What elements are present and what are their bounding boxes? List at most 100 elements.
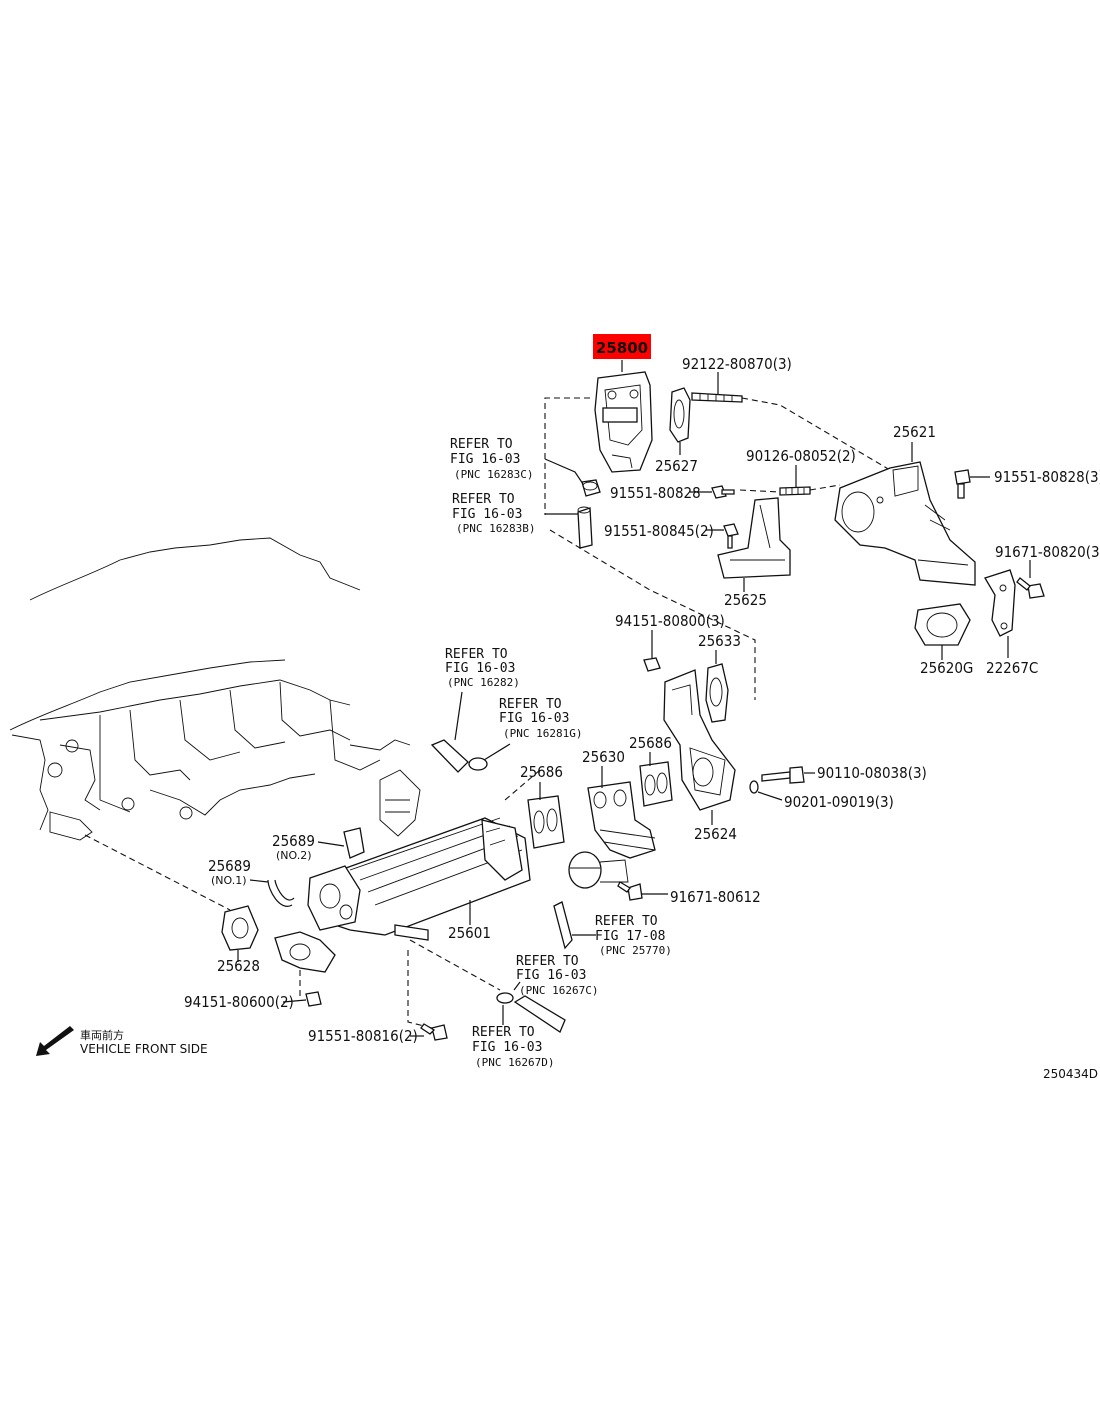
svg-text:FIG 16-03: FIG 16-03 xyxy=(516,968,586,983)
part-label-90201[interactable]: 90201-09019(3) xyxy=(784,793,894,811)
part-label-25800[interactable]: 25800 xyxy=(596,339,648,357)
egr-cooler-25601-drawing[interactable] xyxy=(307,817,531,941)
refer-label-16283c[interactable]: REFER TO FIG 16-03 (PNC 16283C) xyxy=(450,437,533,481)
part-label-25689-no1[interactable]: 25689 xyxy=(208,857,251,875)
part-label-91551-80816[interactable]: 91551-80816(2) xyxy=(308,1027,418,1045)
svg-text:REFER TO: REFER TO xyxy=(499,697,562,712)
part-label-25628[interactable]: 25628 xyxy=(217,957,260,975)
gasket-25628-drawing[interactable] xyxy=(221,905,259,962)
gasket-25686-left-drawing[interactable] xyxy=(527,782,565,849)
svg-text:(PNC 16283B): (PNC 16283B) xyxy=(456,522,535,535)
highlight-box xyxy=(593,334,651,359)
part-label-91551-80845[interactable]: 91551-80845(2) xyxy=(604,522,714,540)
svg-text:REFER TO: REFER TO xyxy=(452,492,515,507)
svg-text:FIG 16-03: FIG 16-03 xyxy=(445,661,515,676)
washer-90201-drawing[interactable] xyxy=(749,780,783,801)
svg-text:REFER TO: REFER TO xyxy=(445,647,508,662)
refer-label-16281g[interactable]: REFER TO FIG 16-03 (PNC 16281G) xyxy=(499,697,582,740)
bracket-22267c-drawing[interactable] xyxy=(984,569,1016,658)
svg-text:FIG 17-08: FIG 17-08 xyxy=(595,929,665,944)
nut-94151-80600-drawing[interactable] xyxy=(282,991,322,1007)
hose-clamp-drawing[interactable] xyxy=(544,458,601,497)
part-label-90126[interactable]: 90126-08052(2) xyxy=(746,447,856,465)
part-label-25686-left[interactable]: 25686 xyxy=(520,763,563,781)
svg-text:(PNC 25770): (PNC 25770) xyxy=(599,944,672,957)
refer-label-16267d[interactable]: REFER TO FIG 16-03 (PNC 16267D) xyxy=(472,1025,554,1069)
hose-16283b-drawing[interactable] xyxy=(545,506,593,549)
bolt-91671-80612-drawing[interactable] xyxy=(617,881,668,901)
gasket-25633-drawing[interactable] xyxy=(705,650,729,723)
part-label-25630[interactable]: 25630 xyxy=(582,748,625,766)
refer-label-16282[interactable]: REFER TO FIG 16-03 (PNC 16282) xyxy=(445,647,520,689)
part-sublabel-25689-no1: (NO.1) xyxy=(211,874,247,887)
legend-en: VEHICLE FRONT SIDE xyxy=(80,1042,208,1056)
nut-94151-80800-drawing[interactable] xyxy=(643,630,661,672)
diagram-id: 250434D xyxy=(1043,1067,1098,1081)
bolt-91551-80828-drawing[interactable] xyxy=(690,485,735,499)
part-label-25686-right[interactable]: 25686 xyxy=(629,734,672,752)
bracket-25625-drawing[interactable] xyxy=(717,497,791,592)
part-label-25620g[interactable]: 25620G xyxy=(920,659,973,677)
part-label-25601[interactable]: 25601 xyxy=(448,924,491,942)
part-label-92122[interactable]: 92122-80870(3) xyxy=(682,355,792,373)
bolt-90110-drawing[interactable] xyxy=(761,766,815,784)
bolt-91551-80845-drawing[interactable] xyxy=(706,523,739,549)
svg-text:(PNC 16267D): (PNC 16267D) xyxy=(475,1056,554,1069)
svg-text:(PNC 16281G): (PNC 16281G) xyxy=(503,727,582,740)
svg-text:REFER TO: REFER TO xyxy=(450,437,513,452)
bolt-91551-80828-3-drawing[interactable] xyxy=(954,469,990,499)
bolt-91671-80820-drawing[interactable] xyxy=(1016,560,1045,599)
clamp-16281g-drawing[interactable] xyxy=(468,743,511,771)
egr-pipe-25621-drawing[interactable] xyxy=(834,442,976,586)
hose-16282-drawing[interactable] xyxy=(430,691,469,773)
part-label-22267c[interactable]: 22267C xyxy=(986,659,1038,677)
part-label-94151-80800[interactable]: 94151-80800(3) xyxy=(615,612,725,630)
dashed-leaders xyxy=(84,397,891,1031)
svg-text:REFER TO: REFER TO xyxy=(472,1025,535,1040)
stud-90126-drawing[interactable] xyxy=(779,465,811,496)
part-label-91551-80828-3[interactable]: 91551-80828(3) xyxy=(994,468,1100,486)
hose-25770-drawing[interactable] xyxy=(553,901,596,950)
refer-label-25770[interactable]: REFER TO FIG 17-08 (PNC 25770) xyxy=(595,914,672,957)
hose-16267d-drawing[interactable] xyxy=(502,995,566,1033)
part-label-91671-80820[interactable]: 91671-80820(3) xyxy=(995,543,1100,561)
part-label-25625[interactable]: 25625 xyxy=(724,591,767,609)
engine-outline xyxy=(9,537,421,841)
part-label-90110[interactable]: 90110-08038(3) xyxy=(817,764,927,782)
part-label-91551-80828[interactable]: 91551-80828 xyxy=(610,484,701,502)
part-label-91671-80612[interactable]: 91671-80612 xyxy=(670,888,761,906)
svg-text:REFER TO: REFER TO xyxy=(595,914,658,929)
refer-label-16267c[interactable]: REFER TO FIG 16-03 (PNC 16267C) xyxy=(516,954,598,997)
gasket-25620g-drawing[interactable] xyxy=(914,603,971,660)
clip-25689-no2-drawing[interactable] xyxy=(317,827,365,859)
refer-label-16283b[interactable]: REFER TO FIG 16-03 (PNC 16283B) xyxy=(452,492,535,535)
svg-text:FIG 16-03: FIG 16-03 xyxy=(452,507,522,522)
egr-valve-drawing[interactable] xyxy=(594,360,653,473)
egr-pipe-25624-drawing[interactable] xyxy=(663,669,736,825)
stud-92122-drawing[interactable] xyxy=(691,372,743,403)
part-label-25627[interactable]: 25627 xyxy=(655,457,698,475)
part-label-25621[interactable]: 25621 xyxy=(893,423,936,441)
bolt-91551-80816-drawing[interactable] xyxy=(410,1023,448,1041)
svg-text:(PNC 16282): (PNC 16282) xyxy=(447,676,520,689)
part-label-25633[interactable]: 25633 xyxy=(698,632,741,650)
part-label-94151-80600[interactable]: 94151-80600(2) xyxy=(184,993,294,1011)
part-label-25689-no2[interactable]: 25689 xyxy=(272,832,315,850)
arrow-down-left-icon xyxy=(36,1026,74,1056)
svg-text:FIG 16-03: FIG 16-03 xyxy=(450,452,520,467)
svg-text:(PNC 16283C): (PNC 16283C) xyxy=(454,468,533,481)
clamp-16267c-drawing[interactable] xyxy=(496,981,521,1004)
gasket-25627-drawing[interactable] xyxy=(669,387,691,455)
pipe-flange-drawing[interactable] xyxy=(274,931,336,973)
part-sublabel-25689-no2: (NO.2) xyxy=(276,849,312,862)
svg-text:(PNC 16267C): (PNC 16267C) xyxy=(519,984,598,997)
gasket-25686-right-drawing[interactable] xyxy=(639,752,673,807)
svg-text:FIG 16-03: FIG 16-03 xyxy=(472,1040,542,1055)
legend-jp: 車両前方 xyxy=(80,1028,124,1042)
svg-text:FIG 16-03: FIG 16-03 xyxy=(499,711,569,726)
bypass-valve-25630-drawing[interactable] xyxy=(568,766,656,889)
clip-25689-no1-drawing[interactable] xyxy=(249,879,295,907)
svg-text:REFER TO: REFER TO xyxy=(516,954,579,969)
part-label-25624[interactable]: 25624 xyxy=(694,825,737,843)
